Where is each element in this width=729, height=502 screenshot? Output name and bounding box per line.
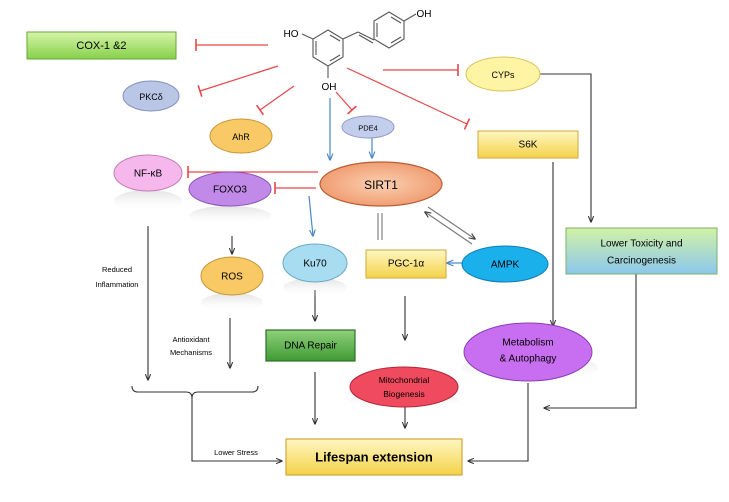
antioxidant-label-2: Mechanisms — [170, 348, 212, 357]
node-metabolism[interactable]: Metabolism & Autophagy — [462, 322, 598, 382]
activation-edges — [308, 98, 462, 263]
metabolism-label-1: Metabolism — [502, 338, 553, 349]
s6k-label: S6K — [519, 140, 538, 151]
cyps-to-lowtox — [540, 73, 591, 222]
pgc-label: PGC-1α — [388, 259, 425, 270]
node-pgc[interactable]: PGC-1α — [365, 249, 447, 279]
node-lowtox[interactable]: Lower Toxicity and Carcinogenesis — [565, 227, 718, 275]
ampk-label: AMPK — [491, 260, 520, 271]
foxo3-label: FOXO3 — [213, 185, 247, 196]
mito-label-1: Mitochondrial — [379, 375, 430, 385]
lifespan-label: Lifespan extension — [315, 450, 433, 465]
node-mito[interactable]: Mitochondrial Biogenesis — [349, 366, 459, 408]
cyps-label: CYPs — [491, 70, 515, 80]
node-ku70[interactable]: Ku70 — [282, 243, 348, 298]
sirt1-interactions — [377, 206, 475, 245]
node-pde4[interactable]: PDE4 — [341, 115, 395, 139]
node-nfkb[interactable]: NF-κB — [113, 154, 183, 212]
merge-bracket — [131, 385, 259, 399]
lowtox-label-1: Lower Toxicity and — [600, 239, 682, 250]
ho-left-label: HO — [284, 29, 299, 40]
lowtox-to-arrow — [544, 274, 637, 408]
oh-top-label: OH — [417, 9, 432, 20]
node-ros[interactable]: ROS — [200, 256, 264, 313]
bracket-to-lifespan — [191, 398, 282, 461]
cox-label: COX-1 &2 — [76, 40, 126, 52]
metabolism-label-2: & Autophagy — [500, 354, 557, 365]
node-foxo3[interactable]: FOXO3 — [188, 171, 272, 226]
ros-label: ROS — [221, 272, 243, 283]
sirt1-to-ku70 — [308, 195, 313, 236]
reduced-inflammation-label-2: Inflammation — [96, 280, 139, 289]
pkc-label: PKCδ — [139, 92, 163, 102]
antioxidant-label-1: Antioxidant — [172, 335, 210, 344]
node-dna[interactable]: DNA Repair — [265, 329, 356, 362]
neutral-edges — [131, 73, 637, 461]
node-ampk[interactable]: AMPK — [461, 245, 549, 283]
node-sirt1[interactable]: SIRT1 — [319, 161, 443, 207]
node-ahr[interactable]: AhR — [209, 118, 273, 154]
inhibit-pkc — [197, 65, 279, 97]
metabolism-to-lifespan — [468, 383, 529, 461]
node-cyps[interactable]: CYPs — [465, 56, 541, 92]
nfkb-label: NF-κB — [134, 169, 163, 180]
lower-stress-label: Lower Stress — [214, 448, 258, 457]
node-s6k[interactable]: S6K — [477, 130, 579, 159]
inhibition-edges — [187, 39, 471, 194]
inhibit-pde4 — [335, 91, 358, 115]
ahr-label: AhR — [232, 132, 250, 142]
node-cox[interactable]: COX-1 &2 — [26, 31, 177, 60]
node-lifespan[interactable]: Lifespan extension — [285, 438, 463, 476]
mito-label-2: Biogenesis — [383, 389, 425, 399]
ampk-to-sirt1 — [425, 212, 473, 245]
sirt1-to-ampk — [427, 206, 475, 239]
resveratrol-structure — [301, 11, 417, 78]
lowtox-label-2: Carcinogenesis — [607, 256, 676, 267]
inhibit-ahr — [255, 85, 295, 116]
oh-bottom-label: OH — [322, 82, 337, 93]
dna-label: DNA Repair — [284, 341, 337, 352]
ku70-label: Ku70 — [303, 259, 327, 270]
reduced-inflammation-label-1: Reduced — [102, 265, 132, 274]
pde4-label: PDE4 — [358, 124, 378, 133]
sirt1-label: SIRT1 — [364, 178, 398, 192]
inhibit-s6k — [346, 67, 471, 130]
node-pkc[interactable]: PKCδ — [122, 80, 180, 112]
